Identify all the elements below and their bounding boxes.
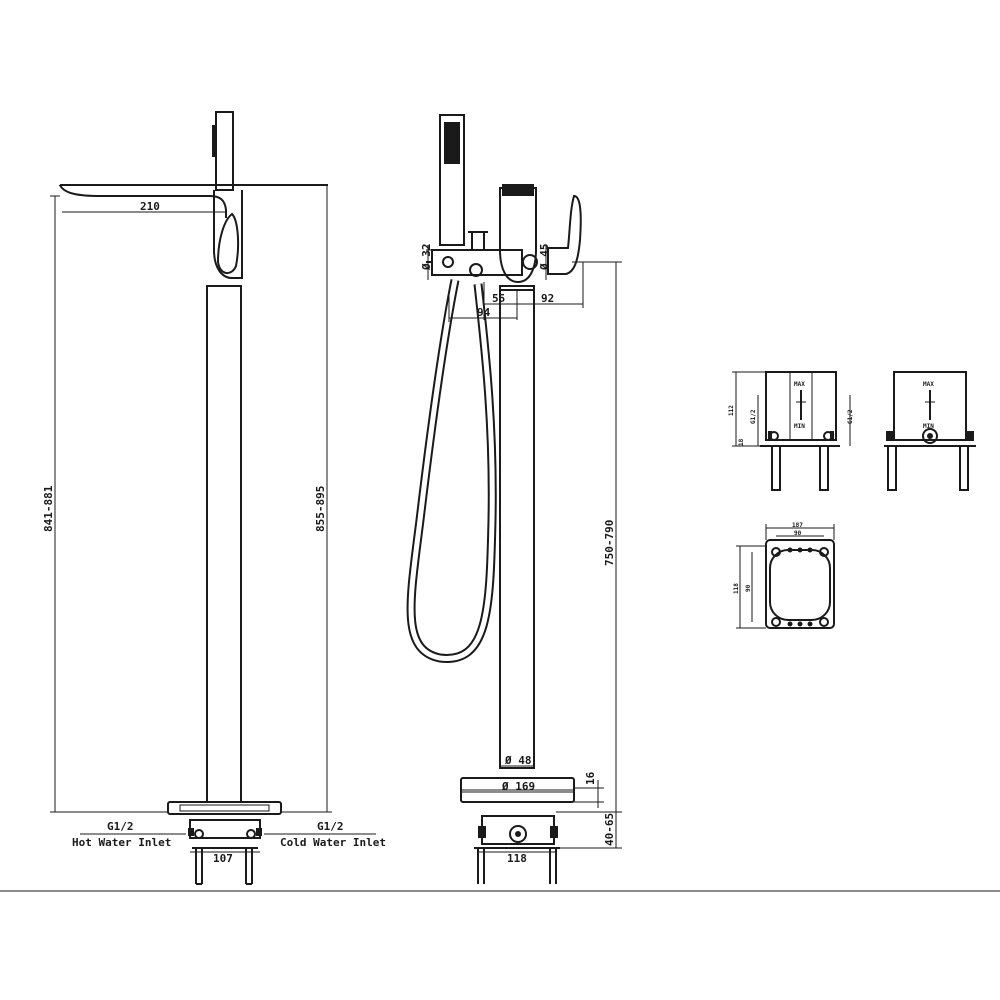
box-side-body — [765, 371, 837, 441]
box-top-hole-2 — [819, 547, 829, 557]
box-top-screw-4 — [787, 621, 793, 627]
side-box-nut-right — [246, 829, 256, 839]
box-back-body — [893, 371, 967, 441]
dim-94-label: 94 — [477, 306, 491, 319]
side-column — [206, 285, 242, 803]
box-back-max: MAX — [923, 381, 934, 388]
box-side-thread-left: G1/2 — [750, 409, 757, 424]
box-top-screw-6 — [807, 621, 813, 627]
front-column — [499, 285, 535, 769]
box-side-min: MIN — [794, 423, 805, 430]
box-side-max: MAX — [794, 381, 805, 388]
dim-d45-label: Ø 45 — [538, 244, 551, 272]
box-side-height: 112 — [728, 405, 735, 416]
cold-inlet-size: G1/2 — [317, 820, 344, 833]
side-base-inner — [179, 804, 270, 812]
front-hand-shower — [439, 114, 465, 246]
box-top-screw-3 — [807, 547, 813, 553]
front-mixer-top — [502, 184, 534, 196]
dim-92-label: 92 — [541, 292, 554, 305]
box-top-screw-5 — [797, 621, 803, 627]
front-hose-inner — [408, 279, 495, 661]
front-diverter — [471, 231, 485, 251]
box-side-leg-right — [819, 445, 829, 491]
front-holder — [426, 249, 523, 276]
front-box-lug-right — [550, 826, 558, 838]
box-top-inner-height: 90 — [745, 584, 752, 592]
dim-210-label: 210 — [140, 200, 160, 213]
box-side-offset: 18 — [738, 438, 745, 446]
dim-855-label: 855-895 — [314, 486, 327, 532]
side-hand-shower — [215, 111, 234, 191]
dim-d169-label: Ø 169 — [501, 780, 535, 793]
side-view: 210 841-881 855-895 G1/2 Hot Water Inlet… — [42, 111, 386, 885]
box-top-frame — [765, 539, 835, 629]
box-top-hole-1 — [771, 547, 781, 557]
side-hand-shower-head — [212, 125, 216, 157]
front-box-outlet-core — [515, 831, 521, 837]
box-top-screw-2 — [797, 547, 803, 553]
side-box-nut-left — [194, 829, 204, 839]
side-handle — [216, 212, 240, 274]
side-base — [167, 801, 282, 815]
box-back-lug-right — [966, 431, 974, 441]
dim-841-label: 841-881 — [42, 485, 55, 532]
cold-inlet-label: Cold Water Inlet — [280, 836, 386, 849]
dim-40-label: 40-65 — [603, 813, 616, 846]
side-box-tab-right — [256, 828, 262, 836]
front-handle — [547, 194, 582, 275]
box-back-outlet — [922, 428, 938, 444]
hot-inlet-size: G1/2 — [107, 820, 134, 833]
box-top-inner — [769, 549, 831, 621]
box-side-lug-left — [768, 431, 772, 441]
side-box-tab-left — [188, 828, 194, 836]
dim-107-label: 107 — [213, 852, 233, 865]
side-mixer-body — [213, 190, 243, 279]
dim-750-label: 750-790 — [603, 520, 616, 566]
front-holder-connector — [469, 263, 483, 277]
dim-d32-label: Ø 32 — [420, 244, 433, 272]
box-back-outlet-core — [927, 433, 933, 439]
box-top-outer-width: 187 — [792, 522, 803, 529]
side-box — [189, 819, 261, 839]
dim-55-label: 55 — [492, 292, 505, 305]
box-side-leg-left — [771, 445, 781, 491]
box-top-view: 187 90 118 90 — [733, 522, 835, 629]
box-side-lug-right — [830, 431, 834, 441]
box-back-view: MAX MIN — [884, 371, 976, 491]
box-back-leg-left — [887, 445, 897, 491]
front-holder-knob-left — [442, 256, 454, 268]
front-mixer-body — [499, 187, 537, 284]
side-spout — [59, 184, 328, 218]
dim-16-label: 16 — [584, 771, 597, 785]
dim-118-label: 118 — [507, 852, 527, 865]
box-top-hole-4 — [819, 617, 829, 627]
box-top-hole-3 — [771, 617, 781, 627]
box-back-lug-left — [886, 431, 894, 441]
box-side-view: MAX MIN 112 18 G1/2 G1/2 — [728, 371, 854, 491]
front-box — [481, 815, 555, 845]
front-box-lug-left — [478, 826, 486, 838]
box-top-screw-1 — [787, 547, 793, 553]
hot-inlet-label: Hot Water Inlet — [72, 836, 171, 849]
front-box-outlet — [509, 825, 527, 843]
box-top-inner-width: 90 — [794, 530, 802, 537]
box-side-thread-right: G1/2 — [847, 409, 854, 424]
front-view: Ø 32 Ø 45 55 92 94 750-790 Ø 48 Ø 169 16 — [406, 114, 622, 884]
front-hose — [406, 279, 497, 663]
dim-d48-label: Ø 48 — [504, 754, 532, 767]
box-back-leg-right — [959, 445, 969, 491]
front-mixer-cartridge — [522, 254, 538, 270]
front-hand-shower-face — [444, 122, 460, 164]
box-back-min: MIN — [923, 423, 934, 430]
box-top-outer-height: 118 — [733, 583, 740, 594]
